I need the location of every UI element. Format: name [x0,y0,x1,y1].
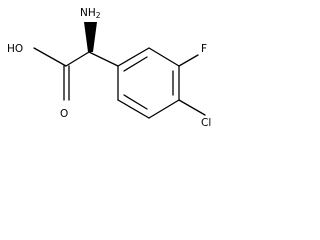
atom-label-group: NH2 HO O F Cl [7,7,211,129]
atom-label-cl: Cl [201,117,211,129]
bond-carboxyl-oh [33,47,67,67]
ring-bond-2 [148,47,180,67]
ring-bond-1 [117,47,150,67]
bond-alpha-carboxyl [65,51,90,67]
bond-alpha-ring [88,51,119,67]
stereo-wedge [84,22,97,52]
molecule-structure: NH2 HO O F Cl [7,7,211,129]
molecule-diagram: NH2 HO O F Cl [0,0,236,136]
ring-bond-5 [117,99,150,119]
ring-inner-double-1 [123,56,148,72]
atom-label-f: F [201,43,207,55]
ring-bond-4 [148,99,180,119]
atom-label-nh2: NH2 [80,7,101,20]
bond-ring-cl [178,99,206,116]
bond-ring-f [178,54,199,67]
ring-inner-double-3 [123,94,148,110]
bond-group [33,47,206,119]
atom-label-o: O [60,108,68,120]
atom-label-oh: HO [7,43,23,55]
